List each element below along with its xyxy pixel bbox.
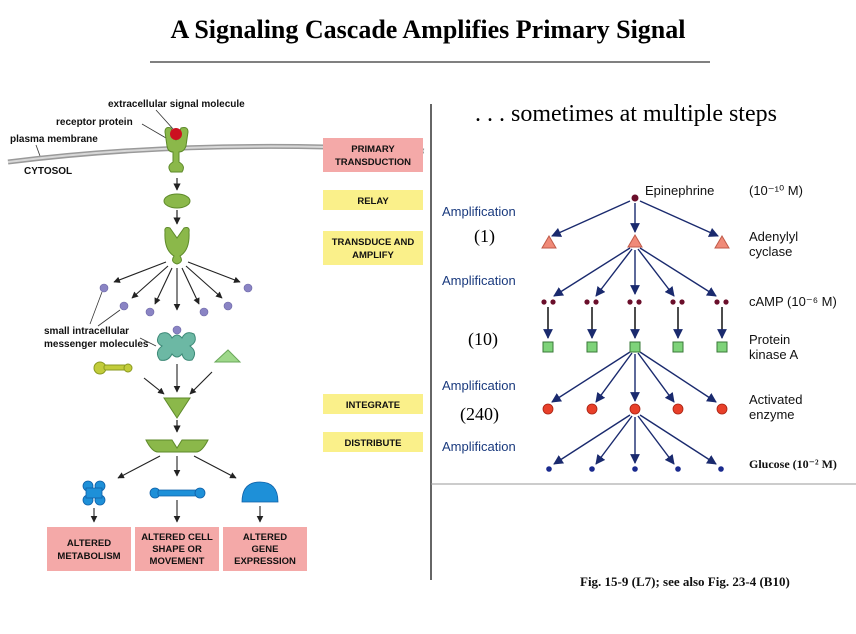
amplification-label-2: Amplification	[442, 273, 516, 288]
label-messenger-2: messenger molecules	[44, 339, 149, 350]
label-epinephrine-conc: (10⁻¹⁰ M)	[749, 183, 803, 198]
label-adenylyl-1: Adenylyl	[749, 229, 798, 244]
glucose-row	[546, 466, 724, 472]
label-membrane: plasma membrane	[10, 134, 98, 145]
small-triangle-protein	[213, 349, 242, 363]
enzyme-circle	[542, 403, 554, 415]
step-integrate: INTEGRATE	[323, 394, 423, 414]
integrate-protein	[163, 397, 191, 419]
step-line: AMPLIFY	[352, 250, 394, 261]
step-transduce-amplify: TRANSDUCE AND AMPLIFY	[323, 231, 423, 265]
label-receptor: receptor protein	[56, 117, 133, 128]
gene-regulatory-effector	[241, 481, 279, 503]
figure-caption: Fig. 15-9 (L7); see also Fig. 23-4 (B10)	[580, 574, 790, 589]
step-line: PRIMARY	[351, 144, 395, 155]
extracellular-signal-molecule	[170, 128, 182, 140]
outcome-line: ALTERED	[243, 532, 287, 543]
label-epinephrine: Epinephrine	[645, 183, 714, 198]
enzyme-circle	[672, 403, 684, 415]
label-camp: cAMP (10⁻⁶ M)	[749, 294, 837, 309]
pka-square	[629, 341, 641, 353]
pka-row	[542, 341, 728, 353]
step-line: TRANSDUCE AND	[332, 237, 415, 248]
outcome-line: EXPRESSION	[234, 556, 296, 567]
adenylyl-cyclase-triangle	[627, 234, 643, 248]
outcome-line: ALTERED	[67, 538, 111, 549]
outcome-gene-expression: ALTERED GENE EXPRESSION	[223, 527, 307, 571]
label-glucose: Glucose (10⁻² M)	[749, 457, 837, 471]
enzyme-circle	[629, 403, 641, 415]
factor-3: (240)	[460, 404, 499, 425]
outcome-line: METABOLISM	[57, 551, 120, 562]
metabolism-effector	[82, 480, 106, 506]
enzyme-row	[542, 403, 728, 415]
outcome-line: ALTERED CELL	[141, 532, 213, 543]
right-panel: . . . sometimes at multiple steps Amplif…	[442, 101, 837, 589]
label-adenylyl-2: cyclase	[749, 244, 792, 259]
distribute-protein	[145, 439, 209, 453]
step-line: TRANSDUCTION	[335, 157, 411, 168]
step-box	[323, 190, 423, 210]
messenger-molecules	[99, 283, 253, 335]
amplification-label-1: Amplification	[442, 204, 516, 219]
pka-square	[672, 341, 684, 353]
camp-row	[541, 299, 729, 305]
label-pka-1: Protein	[749, 332, 790, 347]
label-enzyme-1: Activated	[749, 392, 802, 407]
label-messenger-1: small intracellular	[44, 326, 129, 337]
step-box	[323, 138, 423, 172]
step-box	[323, 231, 423, 265]
epinephrine-molecule	[631, 194, 639, 202]
step-distribute: DISTRIBUTE	[323, 432, 423, 452]
amplification-label-3: Amplification	[442, 378, 516, 393]
outcome-line: MOVEMENT	[150, 556, 205, 567]
enzyme-circle	[586, 403, 598, 415]
outcome-metabolism: ALTERED METABOLISM	[47, 527, 131, 571]
teal-protein	[156, 332, 196, 361]
subtitle: . . . sometimes at multiple steps	[475, 101, 777, 127]
relay-protein	[163, 193, 191, 209]
outcome-shape-movement: ALTERED CELL SHAPE OR MOVEMENT	[135, 527, 219, 571]
left-panel: extracellular signal molecule receptor p…	[7, 99, 425, 571]
label-pka-2: kinase A	[749, 347, 798, 362]
step-line: DISTRIBUTE	[345, 438, 402, 449]
page-title: A Signaling Cascade Amplifies Primary Si…	[171, 15, 686, 44]
step-box	[323, 432, 423, 452]
step-line: INTEGRATE	[346, 400, 400, 411]
adenylyl-cyclase-triangle	[541, 235, 557, 249]
dumbbell-protein	[93, 361, 133, 375]
pka-square	[542, 341, 554, 353]
transducer-protein	[164, 227, 190, 265]
outcome-line: GENE	[252, 544, 279, 555]
factor-1: (1)	[474, 226, 495, 247]
enzyme-circle	[716, 403, 728, 415]
step-relay: RELAY	[323, 190, 423, 210]
pka-square	[716, 341, 728, 353]
outcome-line: SHAPE OR	[152, 544, 202, 555]
adenylyl-cyclase-row	[541, 234, 730, 249]
factor-2: (10)	[468, 329, 498, 350]
label-enzyme-2: enzyme	[749, 407, 795, 422]
amplification-label-4: Amplification	[442, 439, 516, 454]
label-cytosol: CYTOSOL	[24, 166, 72, 177]
cytoskeletal-effector	[149, 487, 206, 499]
step-line: RELAY	[357, 196, 389, 207]
pka-square	[586, 341, 598, 353]
adenylyl-cyclase-triangle	[714, 235, 730, 249]
step-primary-transduction: PRIMARY TRANSDUCTION	[323, 138, 423, 172]
step-box	[323, 394, 423, 414]
label-extracellular: extracellular signal molecule	[108, 99, 245, 110]
